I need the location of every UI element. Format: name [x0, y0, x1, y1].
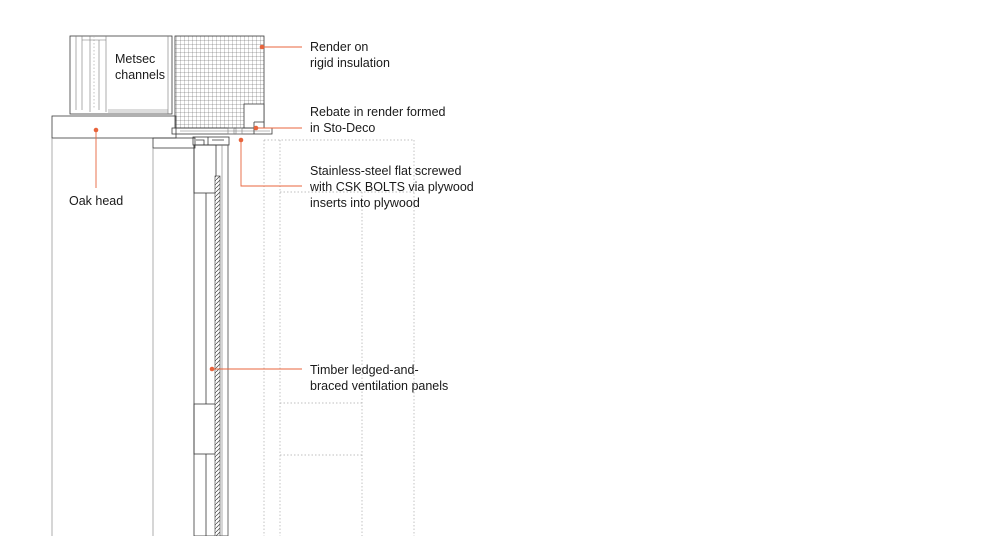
label-render-insulation: Render on rigid insulation	[310, 40, 390, 70]
steel-flat-strip	[171, 121, 273, 135]
label-timber-panels: Timber ledged-and- braced ventilation pa…	[310, 363, 448, 393]
label-rebate-render: Rebate in render formed in Sto-Deco	[310, 105, 449, 135]
frame-head-profile	[192, 136, 230, 146]
label-steel-flat: Stainless-steel flat screwed with CSK BO…	[309, 164, 477, 210]
leader-line-steel	[240, 140, 302, 187]
oak-head	[51, 115, 177, 139]
hidden-outline-beyond	[263, 139, 415, 536]
leader-lines	[93, 44, 302, 372]
metsec-channels-structure	[69, 35, 173, 115]
label-oak-head: Oak head	[69, 194, 123, 208]
label-metsec-channels: Metsec channels	[115, 52, 165, 82]
timber-ventilation-panel	[193, 144, 229, 536]
head-step	[152, 137, 196, 149]
